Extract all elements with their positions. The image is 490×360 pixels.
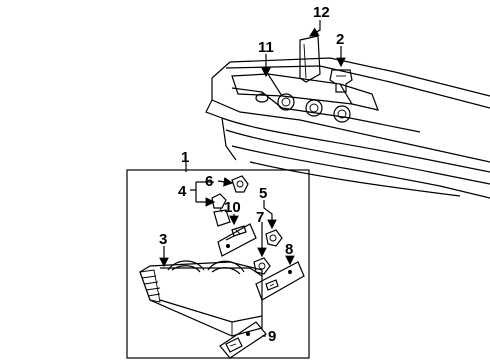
part-2-retainer (329, 69, 353, 93)
assembly-box (126, 169, 310, 359)
part-12-seal (299, 35, 321, 83)
part-5-socket (265, 229, 283, 247)
callout-3: 3 (159, 231, 167, 248)
callout-12: 12 (313, 4, 330, 21)
part-6-socket (231, 175, 249, 193)
callout-11: 11 (258, 39, 274, 56)
callout-6: 6 (205, 173, 213, 190)
part-7-bulb (253, 257, 271, 275)
part-10-bracket (217, 223, 257, 257)
callout-4: 4 (178, 183, 187, 200)
callout-9: 9 (268, 328, 276, 345)
callout-8: 8 (285, 241, 293, 258)
callout-2: 2 (336, 31, 344, 48)
callout-7: 7 (256, 209, 264, 226)
callout-5: 5 (259, 185, 267, 202)
callout-1: 1 (181, 149, 189, 166)
part-8-bracket (255, 261, 305, 301)
part-3-headlamp-housing (139, 260, 263, 337)
part-9-bracket (219, 321, 267, 359)
vehicle-front-structure (205, 57, 490, 199)
leader-lines (159, 20, 346, 337)
callout-10: 10 (224, 199, 241, 216)
